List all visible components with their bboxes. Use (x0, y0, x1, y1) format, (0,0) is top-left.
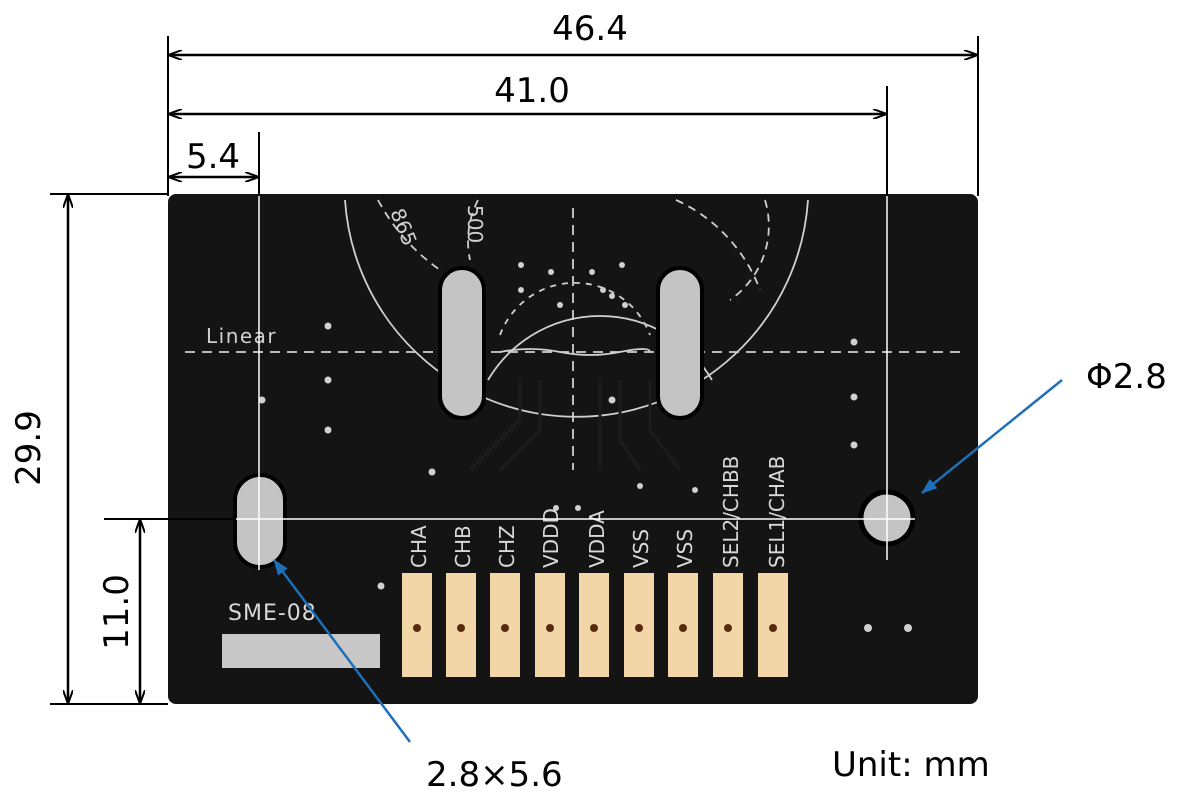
label-area (222, 634, 380, 668)
slot-hole-left-large (438, 266, 486, 420)
callout-arrows (272, 379, 1063, 743)
right-dashed-arc (675, 199, 761, 291)
pin-label: CHB (451, 525, 475, 568)
pin-label: VSS (629, 529, 653, 568)
hole-spacing-value: 41.0 (494, 71, 570, 111)
scale-500-arc (467, 199, 479, 261)
scale-label-linear: Linear (206, 324, 277, 348)
vias (258, 262, 912, 632)
center-lines (236, 196, 915, 570)
slot-callout-arrow (272, 559, 412, 743)
pin-label: CHA (407, 525, 431, 568)
slot-callout: 2.8×5.6 (426, 755, 563, 791)
traces (468, 380, 682, 472)
pin-label: SEL2/CHBB (719, 456, 743, 568)
contact-pads (402, 573, 788, 677)
round-hole-callout-arrow (921, 379, 1063, 494)
pin-label: CHZ (495, 525, 519, 568)
dimension-lines (68, 55, 977, 703)
pin-label: VDDD (539, 508, 563, 568)
slot-height-value: 11.0 (97, 574, 137, 650)
slot-offset-value: 5.4 (186, 137, 240, 177)
height-value: 29.9 (9, 410, 49, 486)
slot-hole-right-large (656, 266, 704, 420)
slot-hole-mounting (233, 473, 287, 569)
dimension-values: 46.4 41.0 5.4 29.9 11.0 (9, 9, 628, 650)
silkscreen-artwork (185, 199, 965, 470)
right-dashed-arc-2 (729, 199, 770, 301)
round-hole-callout: Φ2.8 (1086, 357, 1167, 397)
pin-label: VSS (673, 529, 697, 568)
scale-label-500: 500 (463, 205, 487, 243)
scale-865-arc (377, 199, 441, 271)
unit-label: Unit: mm (832, 745, 990, 785)
wave-line (499, 348, 651, 356)
extension-lines (50, 36, 979, 705)
board-model-label: SME-08 (228, 601, 317, 626)
pin-label: SEL1/CHAB (765, 456, 789, 568)
outer-arc (344, 199, 809, 418)
pin-labels: CHA CHB CHZ VDDD VDDA VSS VSS SEL2/CHBB … (407, 456, 789, 568)
overall-width-value: 46.4 (552, 9, 628, 49)
inner-circle-dashed (499, 282, 651, 336)
